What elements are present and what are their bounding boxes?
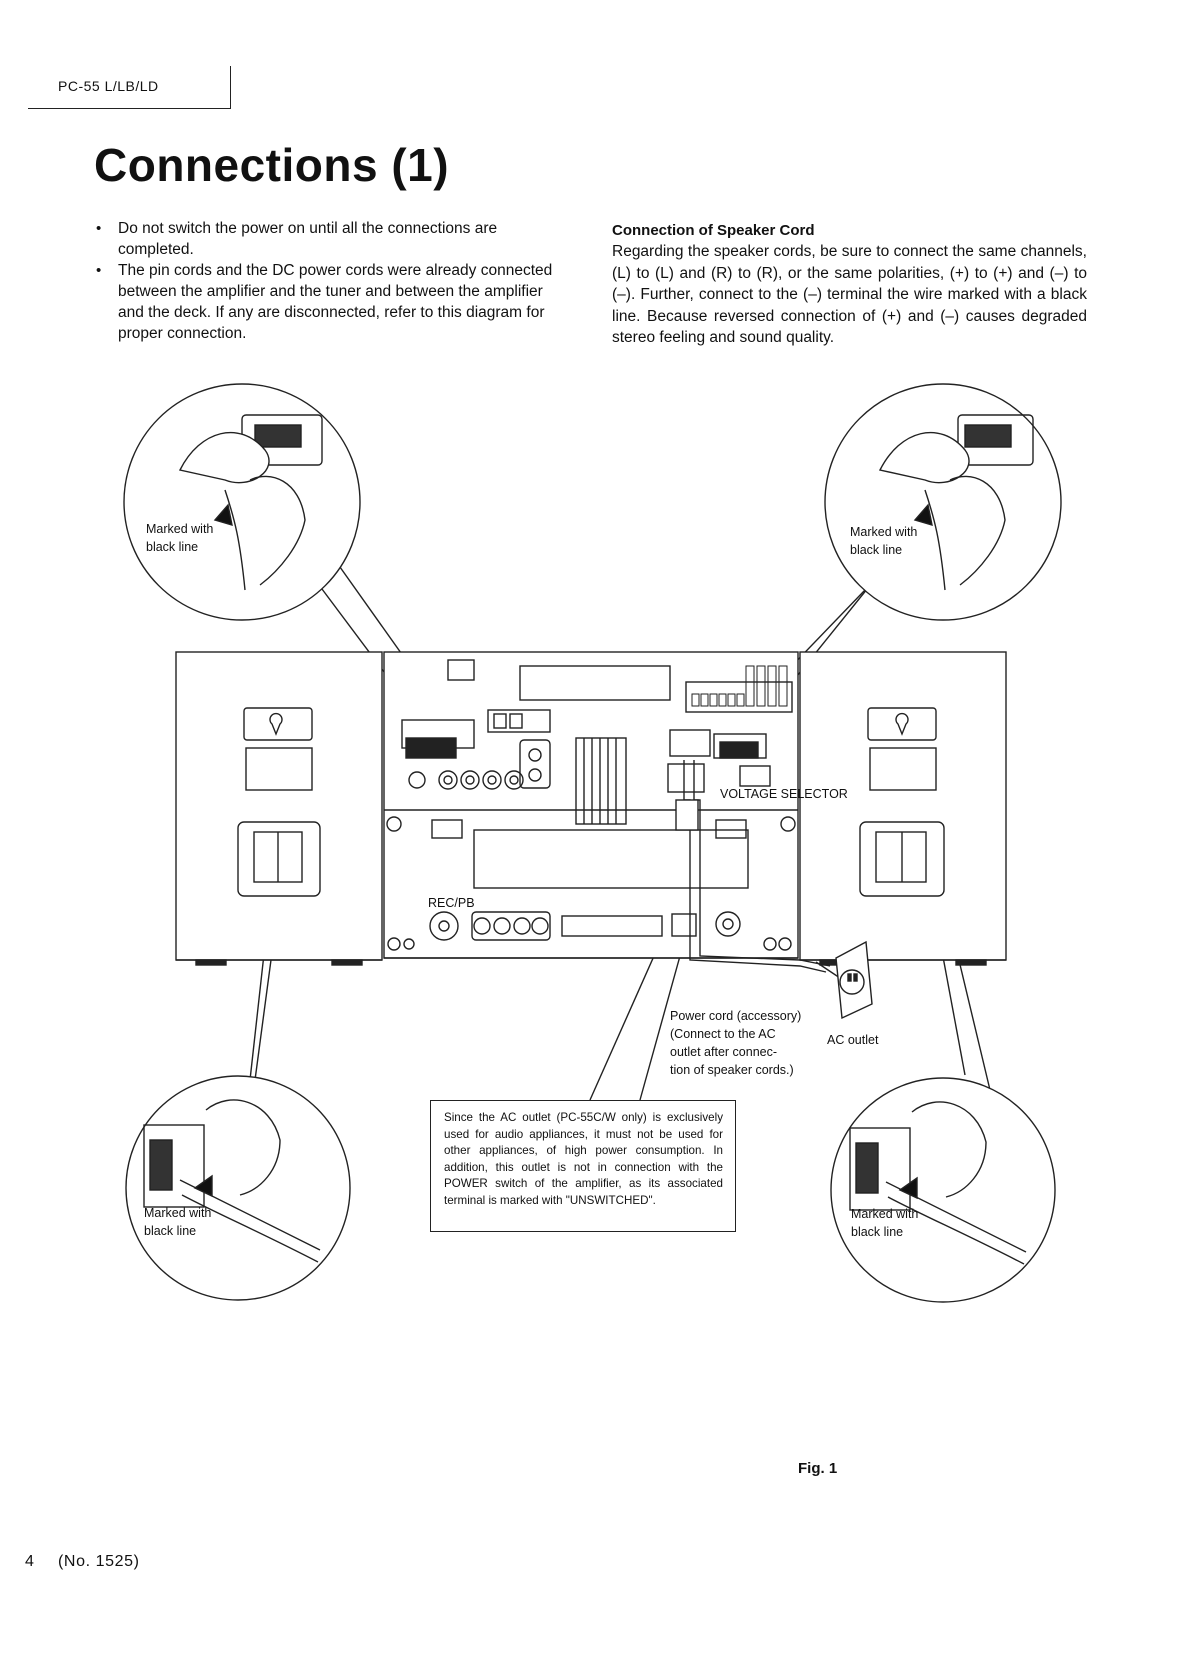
magnifier-bottom-left: Marked with black line (125, 1075, 351, 1301)
ac-outlet-label: AC outlet (827, 1033, 879, 1047)
voltage-selector-label: VOLTAGE SELECTOR (720, 787, 848, 801)
left-speaker (175, 651, 383, 966)
page-number: 4 (25, 1553, 34, 1570)
power-cord-label: outlet after connec- (670, 1045, 777, 1059)
ac-outlet (835, 940, 873, 1020)
power-cord (675, 760, 841, 979)
page-title: Connections (1) (94, 139, 450, 191)
header-divider (230, 66, 231, 109)
callout-label: Marked with (146, 522, 213, 536)
callout-label: black line (850, 543, 902, 557)
magnifier-top-right: Marked with black line (824, 383, 1062, 621)
callout-label: black line (146, 540, 198, 554)
magnifier-bottom-right: Marked with black line (830, 1077, 1056, 1303)
figure-label: Fig. 1 (798, 1460, 838, 1477)
instruction-item: •The pin cords and the DC power cords we… (96, 262, 553, 342)
callout-label: Marked with (144, 1206, 211, 1220)
power-cord-label: Power cord (accessory) (670, 1009, 801, 1023)
speaker-cord-body: Regarding the speaker cords, be sure to … (612, 243, 1087, 346)
document-number: (No. 1525) (58, 1553, 140, 1570)
callout-label: black line (144, 1224, 196, 1238)
instructions-list: •Do not switch the power on until all th… (94, 218, 564, 344)
speaker-cord-section: Connection of Speaker Cord Regarding the… (612, 220, 1087, 349)
callout-label: black line (851, 1225, 903, 1239)
callout-label: Marked with (851, 1207, 918, 1221)
model-number: PC-55 L/LB/LD (58, 78, 159, 94)
bullet-icon: • (96, 220, 102, 237)
right-speaker (799, 651, 1007, 966)
speaker-cord-heading: Connection of Speaker Cord (612, 222, 815, 239)
bullet-icon: • (96, 262, 102, 279)
power-cord-label: (Connect to the AC (670, 1027, 776, 1041)
power-cord-label: tion of speaker cords.) (670, 1063, 794, 1077)
ac-outlet-warning: Since the AC outlet (PC-55C/W only) is e… (430, 1100, 736, 1232)
instruction-item: •Do not switch the power on until all th… (96, 220, 498, 258)
header-rule (28, 108, 231, 109)
magnifier-top-left: Marked with black line (123, 383, 361, 621)
deck-label: REC/PB (428, 896, 475, 910)
callout-label: Marked with (850, 525, 917, 539)
main-unit: VOLTAGE SELECTOR REC/PB (383, 651, 848, 959)
